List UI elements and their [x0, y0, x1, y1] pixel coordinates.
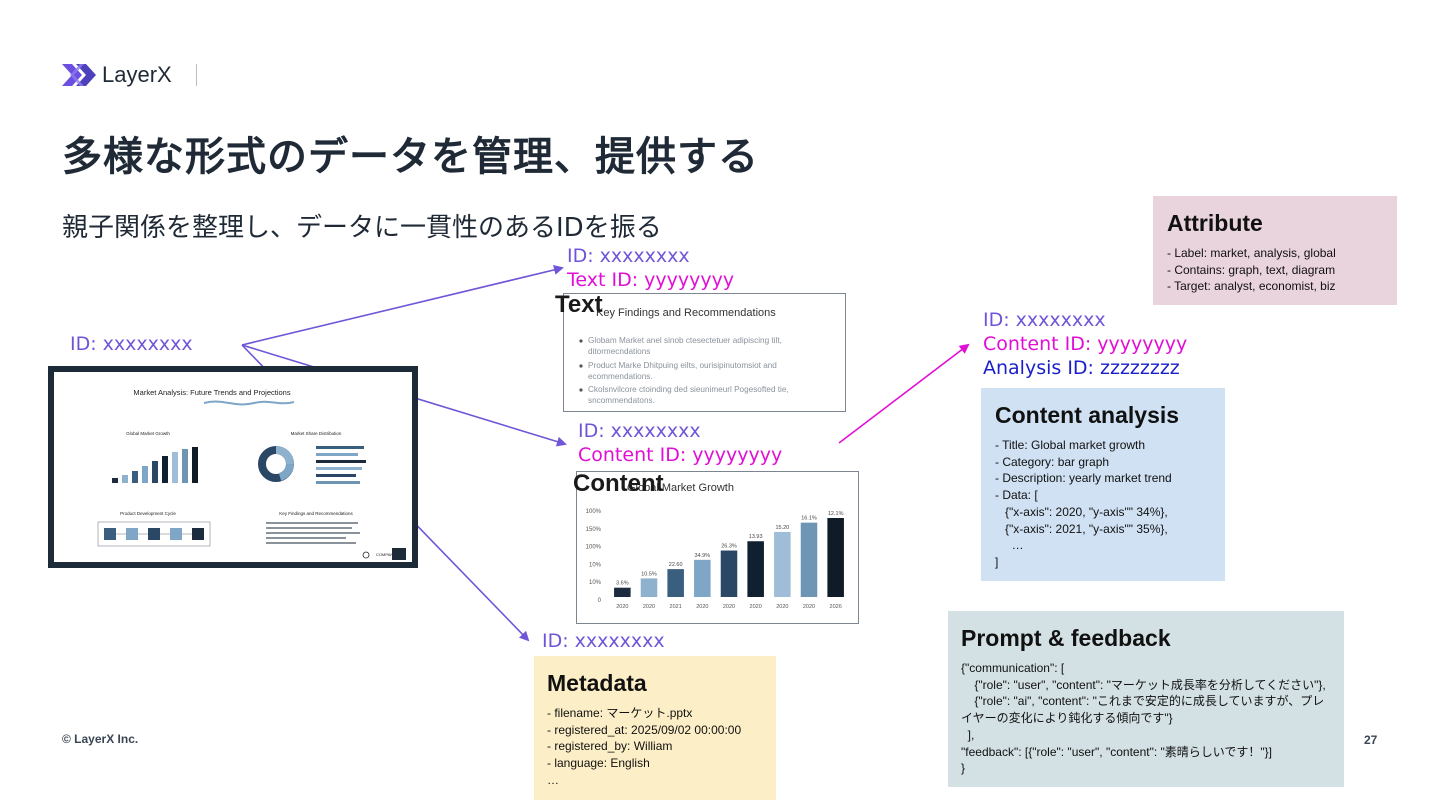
thumb-title: Market Analysis: Future Trends and Proje… — [133, 388, 290, 397]
metadata-card: Metadata - filename: マーケット.pptx - regist… — [534, 656, 776, 800]
content-analysis-card-lines: - Title: Global market growth - Category… — [995, 438, 1172, 569]
chart-bar — [747, 541, 764, 597]
analysis-node-content-id: Content ID: yyyyyyyy — [983, 333, 1188, 355]
text-preview-bullet-3b: sncommendatons. — [588, 396, 655, 405]
chart-bar — [694, 559, 711, 597]
content-node-content-id: Content ID: yyyyyyyy — [578, 444, 783, 466]
chart-title: Global Market Growth — [627, 482, 734, 494]
chart-value-label: 13.93 — [749, 534, 763, 540]
thumb-flow — [97, 521, 211, 547]
analysis-node-id: ID: xxxxxxxx — [983, 309, 1106, 331]
metadata-card-title: Metadata — [547, 670, 647, 696]
attribute-card: Attribute - Label: market, analysis, glo… — [1153, 196, 1397, 305]
chart-bar — [827, 518, 844, 597]
chart-value-label: 12.1% — [828, 511, 844, 517]
thumb-donut — [258, 446, 294, 482]
layerx-logo: LayerX — [62, 60, 197, 90]
analysis-node-analysis-id: Analysis ID: zzzzzzzz — [983, 357, 1180, 379]
prompt-feedback-card: Prompt & feedback {"communication": [ {"… — [948, 611, 1344, 787]
footer-copyright: © LayerX Inc. — [62, 732, 139, 746]
chart-category-label: 2020 — [776, 604, 788, 610]
text-preview-bullet-2b: ecommendations. — [588, 372, 653, 381]
source-slide-thumbnail[interactable]: Market Analysis: Future Trends and Proje… — [48, 366, 418, 568]
chart-category-label: 2021 — [670, 604, 682, 610]
text-node-preview[interactable]: Key Findings and Recommendations Globam … — [563, 293, 846, 412]
content-analysis-card: Content analysis - Title: Global market … — [981, 388, 1225, 581]
chart-value-label: 34.9% — [695, 553, 711, 559]
page-subtitle: 親子関係を整理し、データに一貫性のあるIDを振る — [62, 213, 662, 243]
chart-category-label: 2026 — [830, 604, 842, 610]
chart-category-label: 2020 — [723, 604, 735, 610]
text-preview-heading: Key Findings and Recommendations — [596, 307, 776, 319]
chart-category-label: 2020 — [643, 604, 655, 610]
content-node-label: Content — [573, 470, 664, 497]
prompt-feedback-card-lines: {"communication": [ {"role": "user", "co… — [961, 661, 1326, 776]
arrow-to-text — [241, 265, 564, 346]
thumb-chart4-title: Key Findings and Recommendations — [279, 511, 353, 516]
chart-value-label: 10.5% — [641, 571, 657, 577]
thumb-chart3-title: Product Development Cycle — [120, 511, 176, 516]
attribute-card-lines: - Label: market, analysis, global - Cont… — [1167, 246, 1336, 294]
chart-category-label: 2020 — [803, 604, 815, 610]
chart-value-label: 16.1% — [801, 516, 817, 522]
chart-value-label: 15.20 — [775, 525, 789, 531]
thumb-bullets — [266, 522, 360, 544]
chart-value-label: 26.3% — [721, 544, 737, 550]
content-node-preview[interactable]: Global Market Growth 100% 150% 100% 10% 10% 0… — [576, 471, 859, 624]
chart-category-label: 2020 — [616, 604, 628, 610]
text-preview-bullet-1a: Globam Market anel sinob ctesectetuer ad… — [588, 336, 782, 345]
source-id: ID: xxxxxxxx — [70, 333, 193, 355]
thumbnail-slide-graphic: Market Analysis: Future Trends and Proje… — [97, 388, 406, 560]
thumb-chart2-title: Market Share Distribution — [291, 431, 342, 436]
chart-ytick-label: 10% — [589, 562, 602, 568]
chart-bar — [720, 550, 738, 597]
chart-ytick-label: 100% — [586, 545, 602, 551]
thumb-hbars — [316, 446, 366, 484]
logo-divider — [195, 64, 197, 86]
metadata-node-id: ID: xxxxxxxx — [542, 630, 665, 652]
page-number: 27 — [1364, 733, 1378, 747]
text-preview-bullet-2a: Product Marke Dhitpuing eilts, ourisipin… — [588, 361, 777, 370]
global-market-growth-chart: Global Market Growth 100% 150% 100% 10% 10% 0… — [586, 482, 844, 610]
chart-value-label: 3.6% — [616, 581, 629, 587]
chart-ytick-label: 10% — [589, 580, 602, 586]
page-title: 多様な形式のデータを管理、提供する — [62, 134, 759, 180]
text-node-text-id: Text ID: yyyyyyyy — [567, 269, 735, 291]
content-node-id: ID: xxxxxxxx — [578, 420, 701, 442]
chart-ytick-label: 100% — [586, 509, 602, 515]
chart-category-label: 2020 — [750, 604, 762, 610]
thumb-bars — [112, 447, 198, 483]
chart-category-label: 2020 — [696, 604, 708, 610]
attribute-card-title: Attribute — [1167, 210, 1263, 236]
chart-ytick-label: 0 — [598, 598, 602, 604]
content-analysis-card-title: Content analysis — [995, 402, 1180, 428]
layerx-mark-icon — [62, 64, 96, 86]
text-preview-bullet-3a: Ckolsnvilcore ctoinding ded sieunimeurl … — [588, 385, 789, 394]
thumb-chart1-title: Global Market Growth — [126, 431, 170, 436]
thumb-company: COMPANY — [376, 552, 396, 557]
arrow-to-analysis — [838, 343, 970, 444]
prompt-feedback-card-title: Prompt & feedback — [961, 625, 1171, 651]
chart-bar — [640, 578, 658, 597]
text-preview-bullet-1b: ditormecndations — [588, 347, 650, 356]
chart-bar — [667, 569, 684, 597]
logo-wordmark: LayerX — [102, 62, 172, 87]
chart-bar — [774, 531, 791, 597]
text-preview-graphic: Key Findings and Recommendations Globam … — [579, 307, 789, 405]
chart-bar — [800, 522, 818, 597]
chart-ytick-label: 150% — [586, 527, 602, 533]
chart-value-label: 22.60 — [669, 562, 683, 568]
chart-bar — [614, 587, 631, 597]
text-node-id: ID: xxxxxxxx — [567, 245, 690, 267]
text-node-label: Text — [555, 291, 603, 318]
metadata-card-lines: - filename: マーケット.pptx - registered_at: … — [547, 706, 742, 787]
